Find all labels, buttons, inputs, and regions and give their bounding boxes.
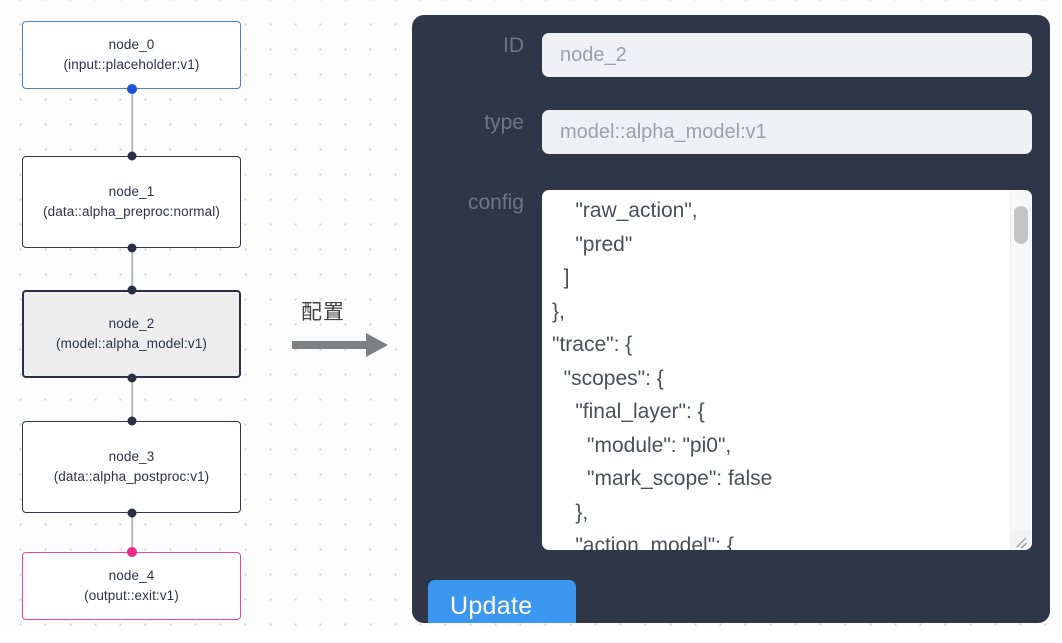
field-row-type: type	[430, 110, 1032, 154]
node-handle-node_1-source[interactable]	[127, 243, 137, 253]
annotation-label: 配置	[301, 301, 345, 324]
edge-node2-node3	[131, 377, 133, 422]
node-title: node_3	[108, 449, 155, 464]
node-handle-node_3-target[interactable]	[127, 416, 137, 426]
field-row-id: ID	[430, 33, 1032, 77]
graph-node-node_2[interactable]: node_2 (model::alpha_model:v1)	[22, 290, 241, 378]
update-button[interactable]: Update	[428, 580, 576, 623]
node-title: node_0	[108, 37, 155, 52]
resize-handle-icon[interactable]	[1012, 530, 1030, 548]
graph-node-node_0[interactable]: node_0 (input::placeholder:v1)	[22, 21, 241, 89]
annotation-group: 配置	[292, 296, 402, 362]
config-scrollbar[interactable]	[1010, 191, 1031, 549]
id-input[interactable]	[542, 33, 1032, 77]
config-textarea[interactable]: "raw_action", "pred" ] }, "trace": { "sc…	[542, 190, 1032, 550]
node-handle-node_2-target[interactable]	[127, 285, 137, 295]
config-field-label: config	[467, 191, 524, 214]
node-config-panel: ID type config "raw_action", "pred" ] },…	[412, 15, 1050, 623]
graph-node-node_4[interactable]: node_4 (output::exit:v1)	[22, 552, 241, 620]
node-subtitle: (data::alpha_preproc:normal)	[43, 204, 220, 219]
node-handle-node_3-source[interactable]	[127, 508, 137, 518]
node-title: node_4	[108, 568, 155, 583]
type-input[interactable]	[542, 110, 1032, 154]
edge-node0-node1	[131, 89, 133, 157]
type-field-label: type	[484, 111, 524, 134]
edge-node1-node2	[131, 247, 133, 291]
node-handle-node_0-source[interactable]	[127, 84, 137, 94]
node-subtitle: (data::alpha_postproc:v1)	[53, 469, 210, 484]
node-subtitle: (output::exit:v1)	[84, 588, 179, 603]
node-title: node_1	[108, 184, 155, 199]
node-title: node_2	[108, 316, 155, 331]
node-handle-node_2-source[interactable]	[127, 373, 137, 383]
field-row-config: config "raw_action", "pred" ] }, "trace"…	[430, 190, 1032, 550]
graph-node-node_3[interactable]: node_3 (data::alpha_postproc:v1)	[22, 421, 241, 513]
edge-node3-node4	[131, 512, 133, 552]
node-handle-node_4-target[interactable]	[127, 547, 137, 557]
graph-node-node_1[interactable]: node_1 (data::alpha_preproc:normal)	[22, 156, 241, 248]
node-handle-node_1-target[interactable]	[127, 151, 137, 161]
config-scrollbar-thumb[interactable]	[1014, 206, 1028, 244]
id-field-label: ID	[503, 34, 524, 57]
right-arrow-icon	[292, 333, 388, 357]
node-subtitle: (input::placeholder:v1)	[63, 57, 200, 72]
node-subtitle: (model::alpha_model:v1)	[56, 336, 207, 351]
config-textarea-wrapper: "raw_action", "pred" ] }, "trace": { "sc…	[542, 190, 1032, 550]
